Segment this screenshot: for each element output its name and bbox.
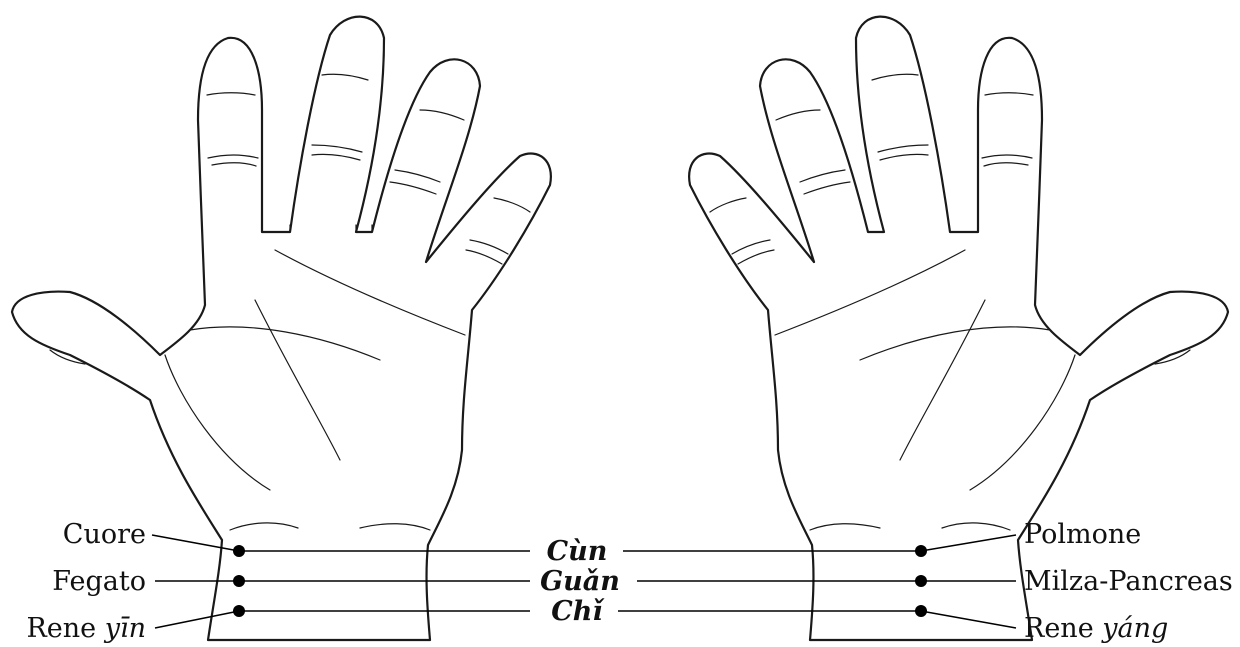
label-rene-yang-main: Rene: [1024, 613, 1094, 644]
label-chi: Chǐ: [551, 596, 605, 627]
label-milza-pancreas: Milza-Pancreas: [1024, 566, 1233, 597]
label-fegato: Fegato: [52, 566, 146, 597]
left-guan-dot: [233, 575, 245, 587]
label-cun: Cùn: [547, 536, 608, 567]
right-cun-dot: [915, 545, 927, 557]
right-guan-dot: [915, 575, 927, 587]
label-rene-yin-main: Rene: [26, 613, 96, 644]
label-rene-yang-italic: yáng: [1101, 613, 1168, 644]
right-hand-illustration: [689, 17, 1228, 640]
left-chi-dot: [233, 605, 245, 617]
label-rene-yin: Rene yīn: [26, 613, 146, 644]
right-chi-dot: [915, 605, 927, 617]
label-rene-yin-italic: yīn: [104, 613, 146, 644]
label-rene-yang: Rene yáng: [1024, 613, 1168, 644]
left-cun-dot: [233, 545, 245, 557]
label-guan: Guǎn: [540, 566, 620, 597]
label-cuore: Cuore: [63, 519, 146, 550]
label-polmone: Polmone: [1024, 519, 1141, 550]
